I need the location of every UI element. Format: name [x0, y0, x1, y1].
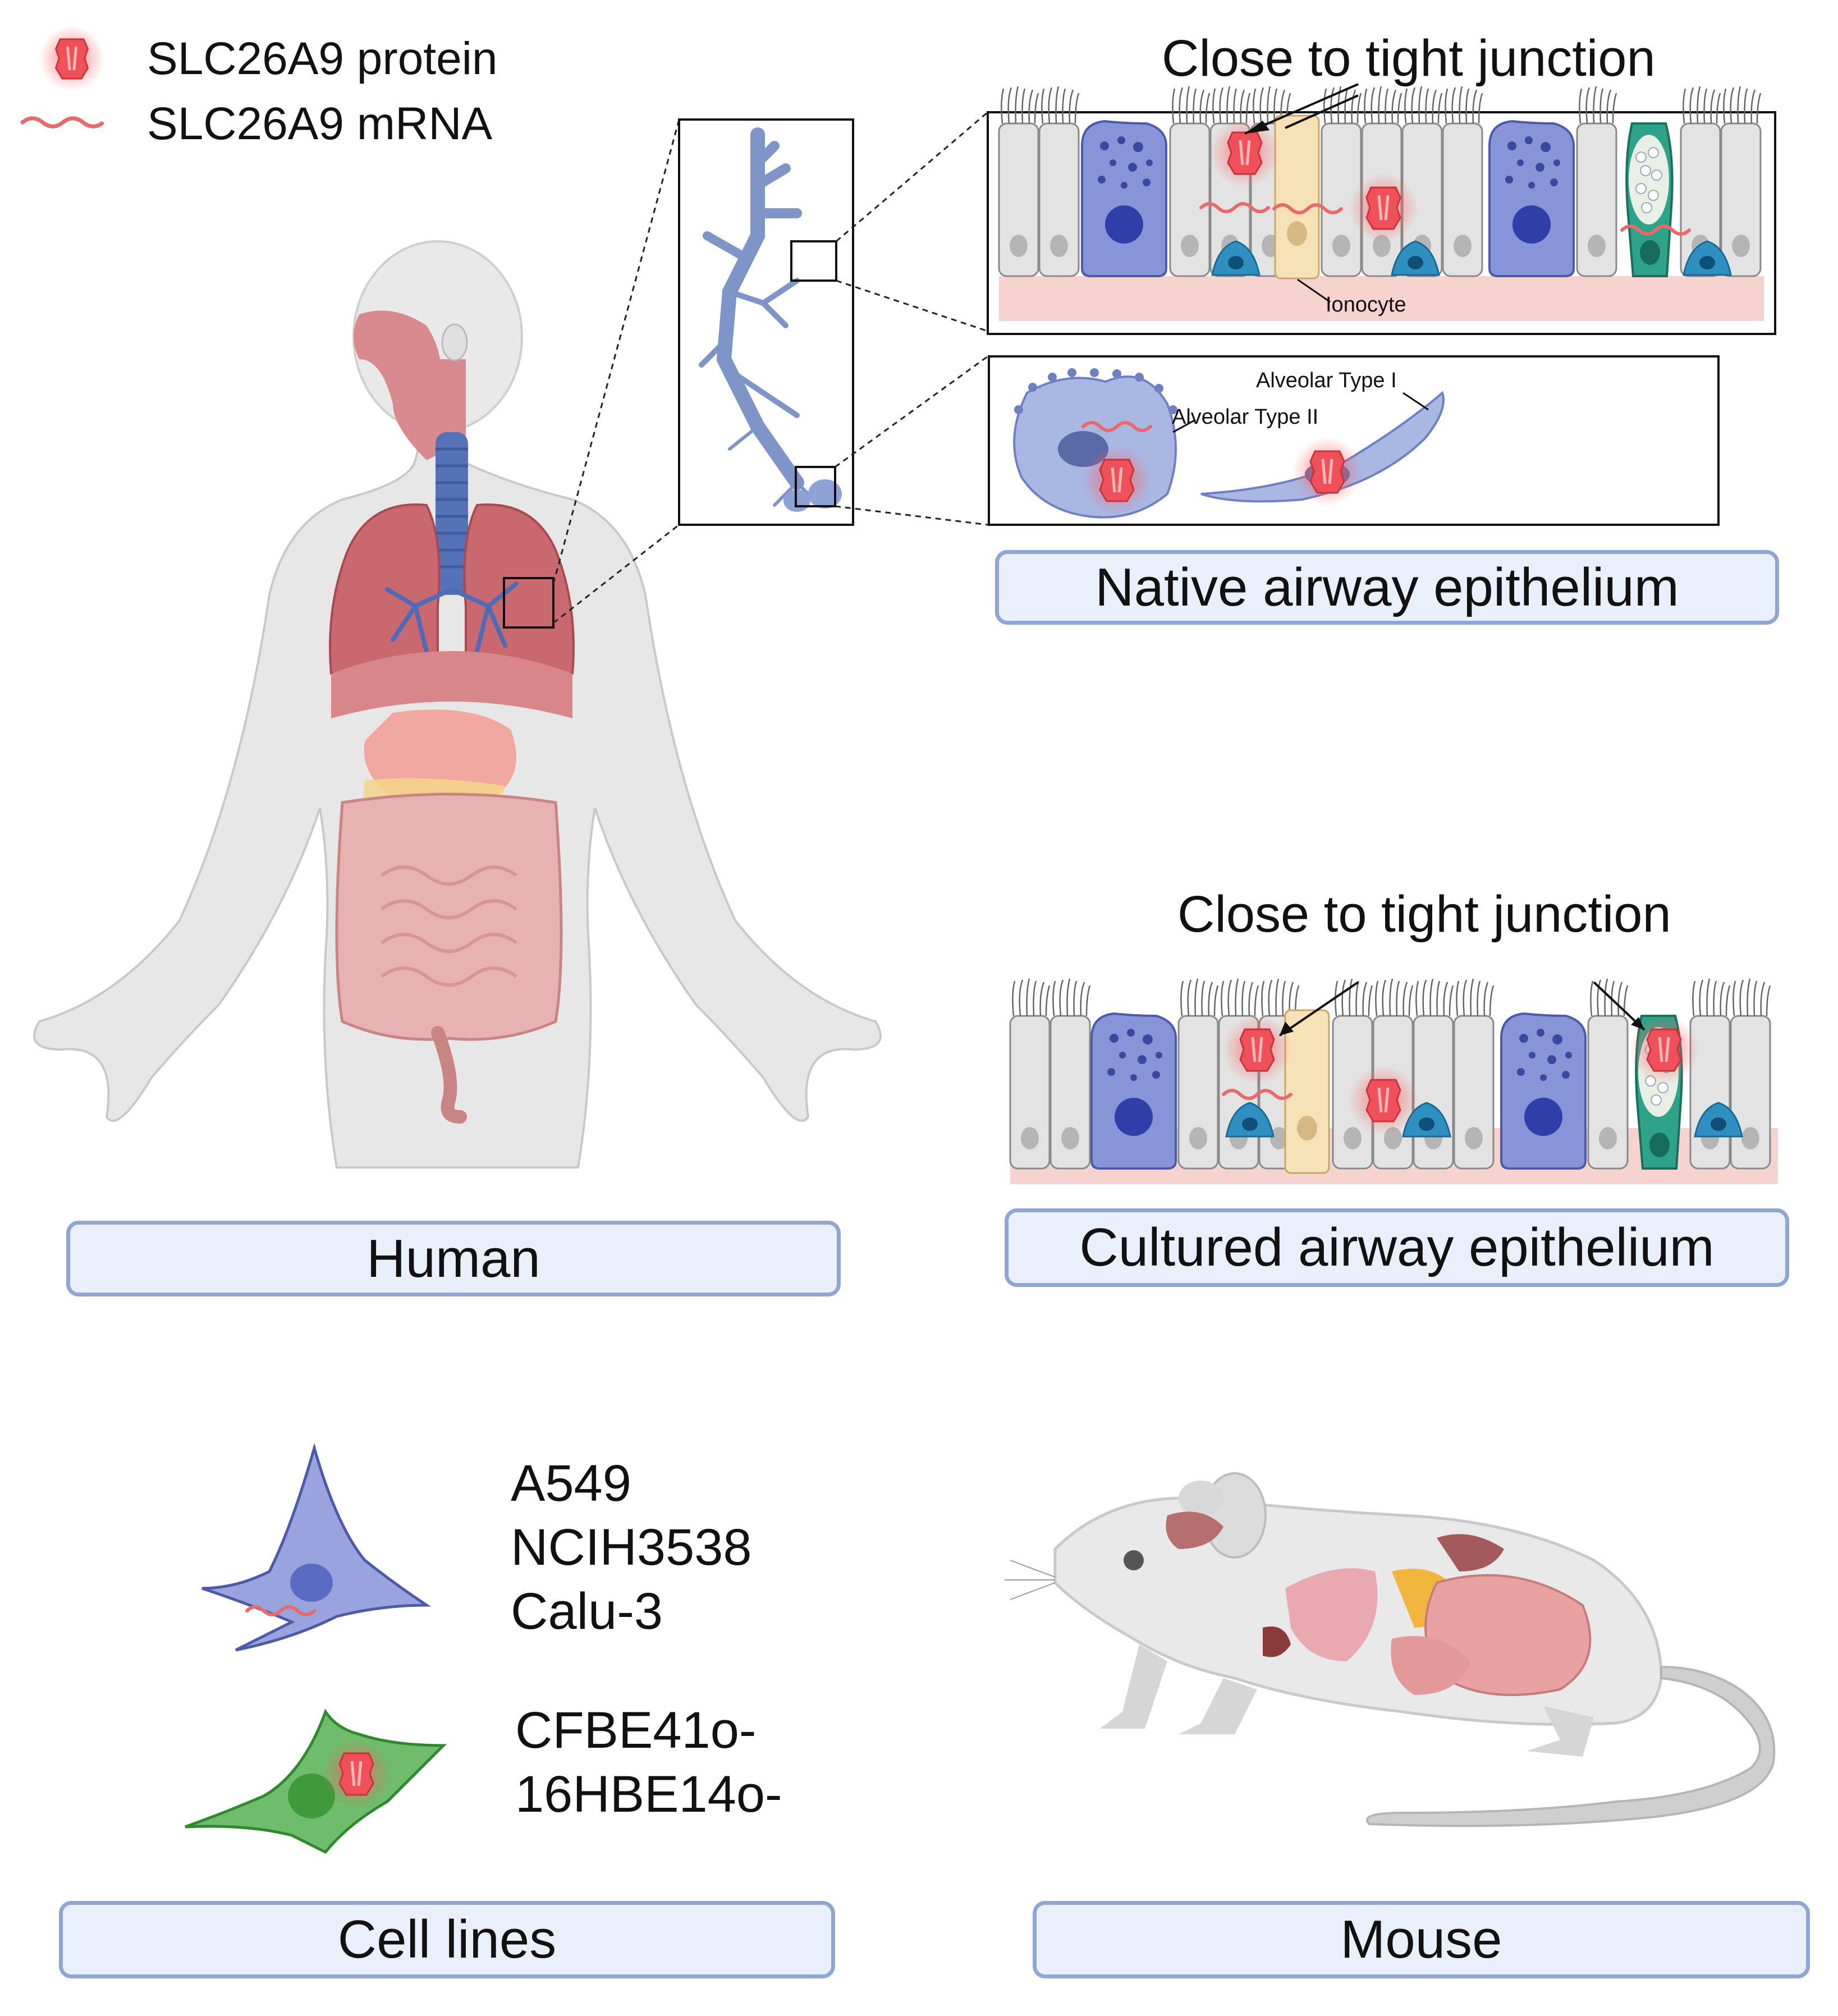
legend-protein-label: SLC26A9 protein: [147, 33, 498, 84]
human-body-illustration: [33, 240, 882, 1169]
legend-protein-icon: [39, 25, 105, 91]
cell-line-calu3: Calu-3: [511, 1583, 663, 1640]
mouse-illustration: [1005, 1472, 1776, 1827]
native-epithelium-panel: [987, 83, 1776, 335]
zoom-lines-panels: [835, 111, 988, 526]
native-tight-junction-label: Close to tight junction: [1162, 30, 1656, 87]
legend-mrna-label: SLC26A9 mRNA: [147, 98, 493, 149]
native-epithelium-label: Native airway epithelium: [995, 550, 1779, 625]
cell-line-cfbe41o: CFBE41o-: [515, 1702, 757, 1759]
legend-mrna-icon: [20, 116, 106, 129]
cell-lines-label: Cell lines: [59, 1901, 835, 1978]
bronchial-tree-panel: [678, 118, 854, 526]
cell-line-ncih3538: NCIH3538: [511, 1519, 752, 1576]
blue-cell-illustration: [201, 1442, 432, 1652]
cell-line-a549: A549: [511, 1455, 631, 1512]
cultured-epithelium-illustration: [1009, 978, 1778, 1184]
cultured-tight-junction-label: Close to tight junction: [1177, 886, 1671, 943]
human-label: Human: [66, 1221, 841, 1296]
alveolar-panel: [988, 355, 1720, 526]
cell-line-16hbe14o: 16HBE14o-: [515, 1766, 782, 1823]
ionocyte-label: Ionocyte: [1326, 293, 1406, 317]
cultured-epithelium-label: Cultured airway epithelium: [1005, 1208, 1789, 1287]
green-cell-illustration: [185, 1708, 447, 1854]
alveolar-type-1-label: Alveolar Type I: [1256, 369, 1397, 392]
mouse-label: Mouse: [1033, 1901, 1810, 1978]
zoom-lines-lung: [552, 119, 680, 624]
alveolar-type-2-label: Alveolar Type II: [1172, 405, 1318, 429]
